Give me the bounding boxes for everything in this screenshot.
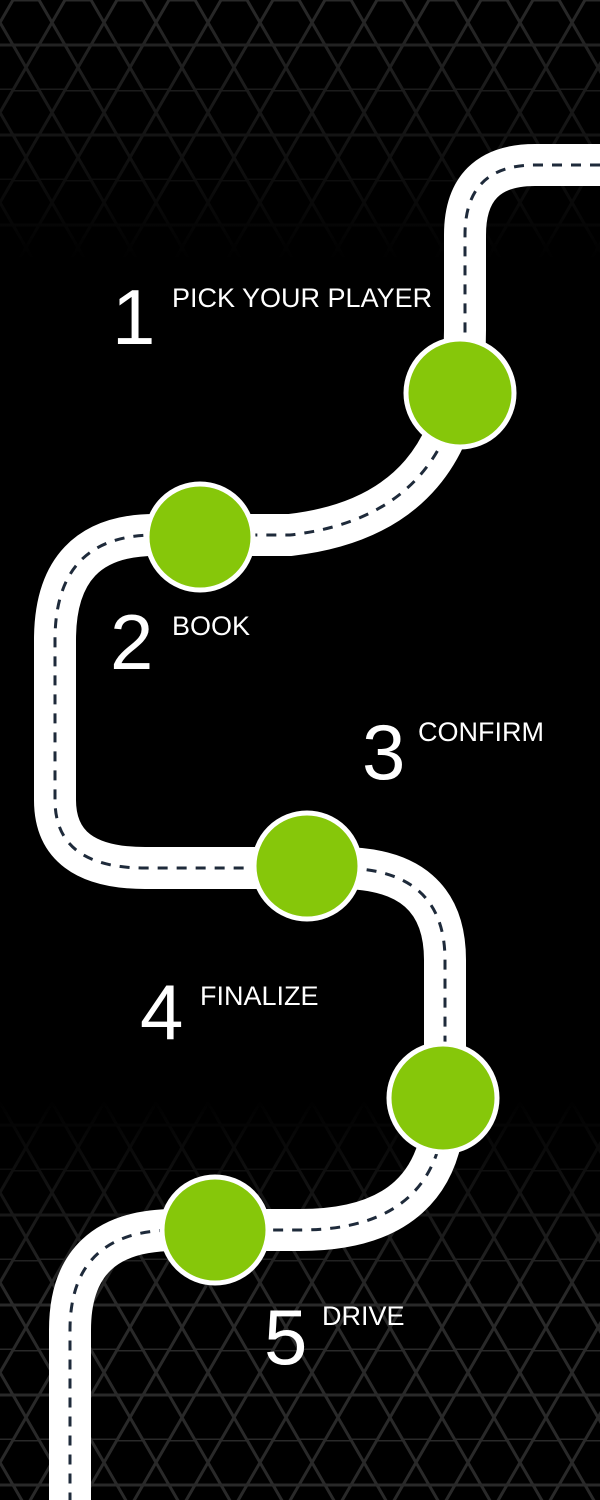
milestone-5 [159,1174,271,1286]
step-3-label: CONFIRM [418,717,544,747]
step-2-label: BOOK [172,611,251,641]
step-4-label: FINALIZE [200,981,319,1011]
milestone-3 [251,810,363,922]
step-3-number: 3 [362,708,406,796]
step-4-number: 4 [140,968,184,1056]
step-5-label: DRIVE [322,1301,405,1331]
step-2-number: 2 [110,598,154,686]
step-1-label: PICK YOUR PLAYER [172,283,433,313]
milestone-1 [403,336,517,450]
milestone-4 [386,1041,500,1155]
milestone-2 [144,481,256,593]
hex-fade-top [0,0,600,260]
step-1-number: 1 [112,273,156,361]
step-5-number: 5 [264,1293,308,1381]
